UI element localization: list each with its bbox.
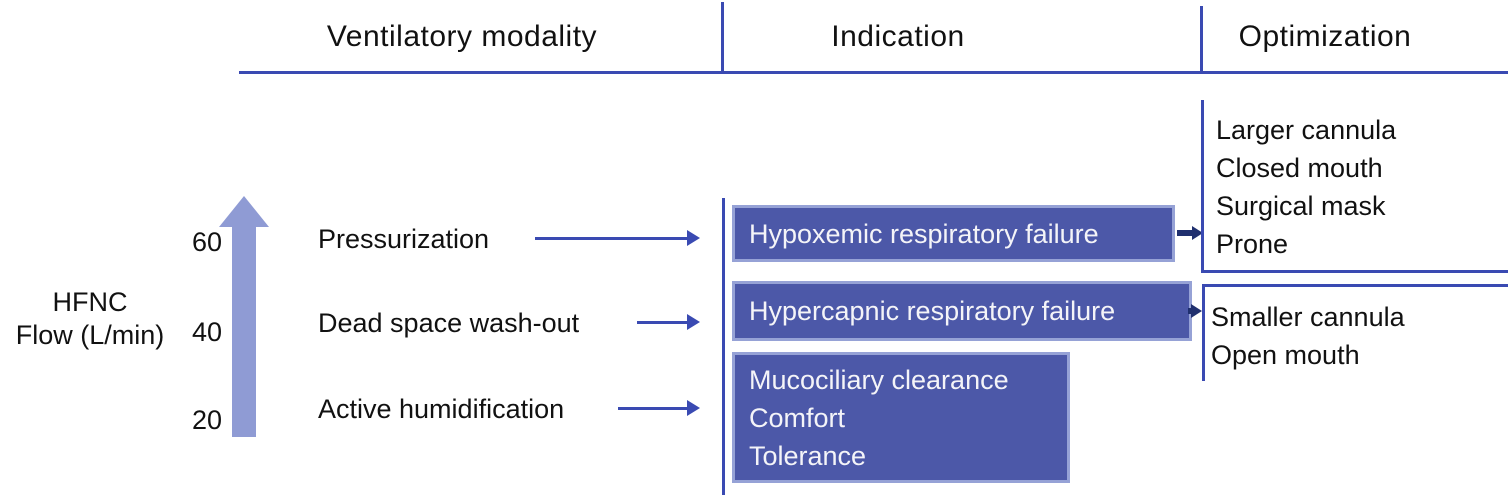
optimization-cell2-left-line: [1202, 284, 1205, 381]
optimization-group-hypercapnic: Smaller cannula Open mouth: [1211, 298, 1405, 374]
arrow-hypoxemic-to-optimization-icon: [1177, 226, 1203, 240]
axis-label-line2: Flow (L/min): [15, 320, 165, 350]
modality-dead-space-washout: Dead space wash-out: [318, 308, 580, 338]
axis-label: HFNC Flow (L/min): [16, 286, 165, 352]
indication-hypoxemic-label: Hypoxemic respiratory failure: [749, 218, 1099, 249]
optimization-cell1-left-line: [1201, 100, 1204, 273]
indication-comfort-label: Comfort: [749, 402, 846, 433]
axis-label-line1: HFNC: [52, 287, 128, 317]
optimization-closed-mouth: Closed mouth: [1216, 153, 1383, 183]
modality-pressurization: Pressurization: [318, 224, 490, 254]
arrow-hypercapnic-to-optimization-icon: [1188, 304, 1202, 318]
header-rule: [239, 71, 1508, 74]
optimization-group-high-flow: Larger cannula Closed mouth Surgical mas…: [1216, 111, 1396, 263]
modality-active-humidification: Active humidification: [318, 394, 565, 424]
optimization-smaller-cannula: Smaller cannula: [1211, 302, 1405, 332]
indication-tolerance-label: Tolerance: [749, 440, 867, 471]
indication-mucociliary-label: Mucociliary clearance: [749, 364, 1009, 395]
indication-hypercapnic-label: Hypercapnic respiratory failure: [749, 296, 1116, 326]
optimization-cell1-bottom-line: [1201, 270, 1508, 273]
optimization-prone: Prone: [1216, 229, 1289, 259]
header-divider-1: [721, 2, 724, 73]
indication-box-hypoxemic: Hypoxemic respiratory failure: [732, 205, 1175, 262]
indication-box-comfort: Mucociliary clearance Comfort Tolerance: [732, 352, 1070, 483]
header-indication: Indication: [831, 20, 965, 53]
flow-arrow-head-icon: [219, 196, 269, 227]
tick-40: 40: [191, 317, 222, 347]
header-divider-2: [1200, 6, 1203, 73]
indication-column-line: [722, 198, 725, 495]
optimization-larger-cannula: Larger cannula: [1216, 115, 1397, 145]
tick-20: 20: [191, 405, 222, 435]
header-ventilatory-modality: Ventilatory modality: [326, 20, 598, 53]
optimization-cell2-top-line: [1202, 284, 1508, 287]
indication-box-hypercapnic: Hypercapnic respiratory failure: [732, 281, 1192, 341]
header-optimization: Optimization: [1238, 20, 1412, 53]
tick-60: 60: [191, 227, 222, 257]
optimization-open-mouth: Open mouth: [1211, 340, 1360, 370]
optimization-surgical-mask: Surgical mask: [1216, 191, 1386, 221]
flow-arrow-shaft: [232, 226, 256, 437]
